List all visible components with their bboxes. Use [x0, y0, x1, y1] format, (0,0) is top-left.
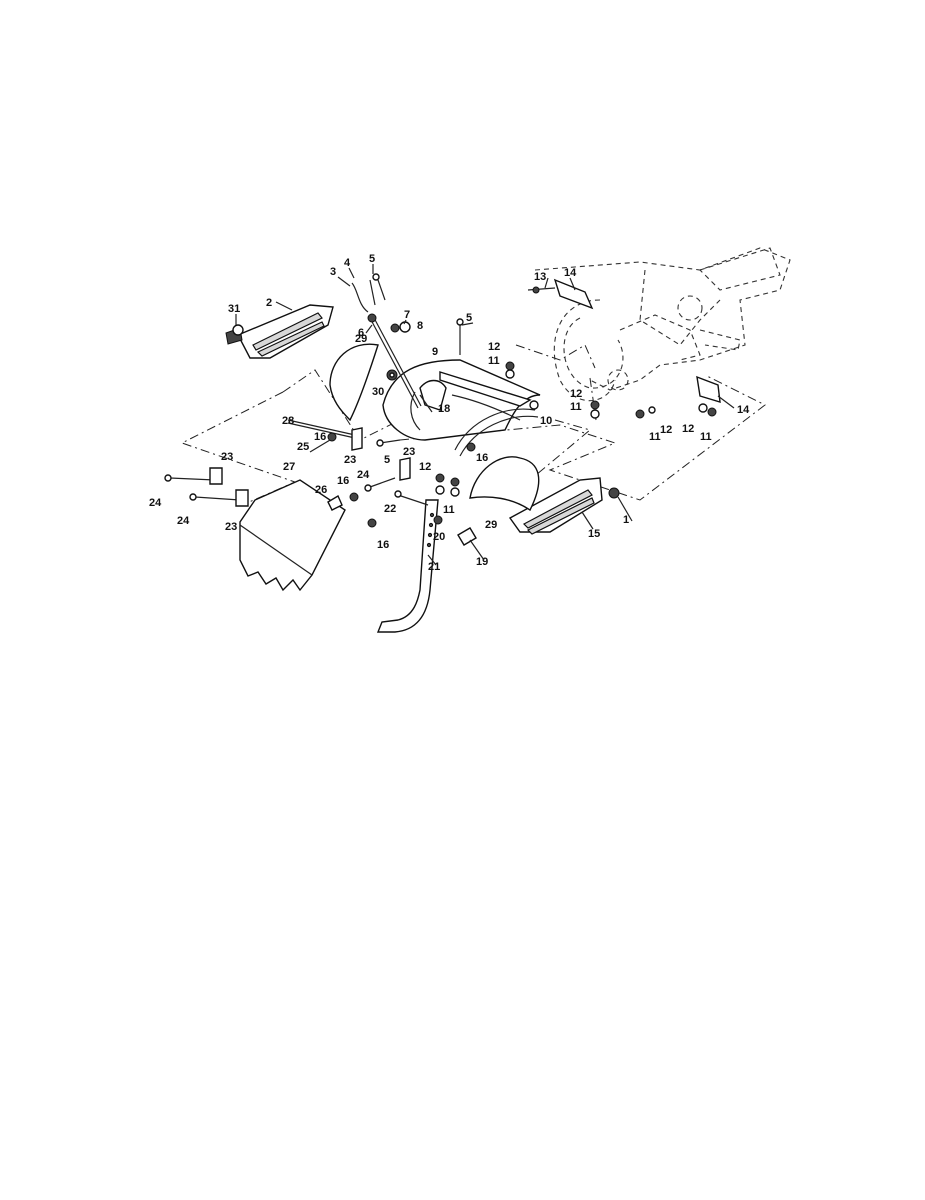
- label-16: 16: [337, 475, 349, 487]
- rear-shield-arc: [454, 408, 539, 457]
- label-11: 11: [443, 504, 455, 516]
- tine-shield: [382, 359, 541, 441]
- leader-lines: [235, 264, 735, 566]
- control-lever: [351, 282, 422, 409]
- label-24: 24: [149, 497, 162, 509]
- label-11: 11: [488, 355, 500, 367]
- label-24: 24: [357, 469, 370, 481]
- label-24: 24: [177, 515, 190, 527]
- label-5: 5: [369, 253, 375, 265]
- label-29: 29: [485, 519, 497, 531]
- label-5: 5: [384, 454, 390, 466]
- label-16: 16: [314, 431, 326, 443]
- label-14: 14: [737, 404, 750, 416]
- label-6: 6: [358, 327, 364, 339]
- label-5: 5: [466, 312, 472, 324]
- label-26: 26: [315, 484, 327, 496]
- label-21: 21: [428, 561, 440, 573]
- label-25: 25: [297, 441, 309, 453]
- label-1: 1: [623, 514, 629, 526]
- label-16: 16: [377, 539, 389, 551]
- label-11: 11: [649, 431, 661, 443]
- label-3: 3: [330, 266, 336, 278]
- label-10: 10: [540, 415, 552, 427]
- label-12: 12: [419, 461, 431, 473]
- label-12: 12: [570, 388, 582, 400]
- fasteners: [164, 273, 717, 546]
- bracket-lower: [696, 375, 721, 403]
- label-8: 8: [417, 320, 423, 332]
- label-23: 23: [221, 451, 233, 463]
- label-20: 20: [433, 531, 445, 543]
- depth-skid-right: [508, 477, 620, 535]
- label-2: 2: [266, 297, 272, 309]
- label-28: 28: [282, 415, 294, 427]
- transmission-housing-outline: [534, 247, 791, 402]
- side-shield-left: [329, 343, 379, 422]
- label-12: 12: [660, 424, 672, 436]
- depth-skid-left: [225, 304, 334, 359]
- label-9: 9: [432, 346, 438, 358]
- label-11: 11: [570, 401, 582, 413]
- label-13: 13: [534, 271, 546, 283]
- deflector-flap: [239, 479, 346, 592]
- label-12: 12: [488, 341, 500, 353]
- label-30: 30: [372, 386, 384, 398]
- label-27: 27: [283, 461, 295, 473]
- label-31: 31: [228, 303, 240, 315]
- label-16: 16: [476, 452, 488, 464]
- part-number-labels: 31 2 3 4 5 6 7 8 29 30 9 18 5 13 14 12 1…: [149, 253, 750, 573]
- label-23: 23: [225, 521, 237, 533]
- label-4: 4: [344, 257, 351, 269]
- bracket-upper: [527, 278, 594, 310]
- label-18: 18: [438, 403, 450, 415]
- label-12: 12: [682, 423, 694, 435]
- label-7: 7: [404, 309, 410, 321]
- label-22: 22: [384, 503, 396, 515]
- label-14: 14: [564, 267, 577, 279]
- rod: [287, 419, 356, 439]
- label-11: 11: [700, 431, 712, 443]
- label-15: 15: [588, 528, 600, 540]
- label-23: 23: [344, 454, 356, 466]
- depth-stake: [376, 499, 439, 633]
- label-23: 23: [403, 446, 415, 458]
- label-19: 19: [476, 556, 488, 568]
- label-29: 29: [355, 333, 367, 345]
- side-shield-right: [469, 456, 540, 512]
